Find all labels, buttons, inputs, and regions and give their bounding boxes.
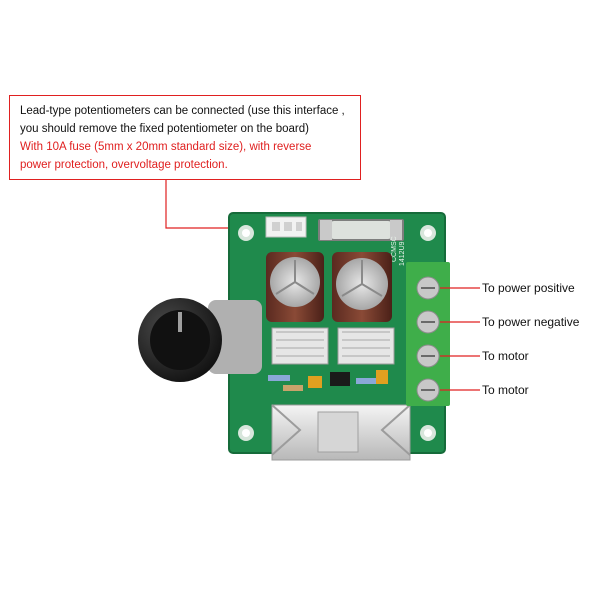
terminal-label-motor-1: To motor (482, 349, 529, 363)
potentiometer-knob (138, 298, 262, 382)
heatsink-bottom (271, 404, 411, 461)
heatsink-left (271, 327, 329, 365)
silkscreen-text-1: CCMSC (391, 236, 398, 262)
terminal-pointer-lines (440, 287, 480, 391)
terminal-label-motor-2: To motor (482, 383, 529, 397)
screw-terminal-block (406, 262, 450, 406)
small-components (268, 370, 388, 391)
capacitor-left (266, 252, 324, 322)
silkscreen-text-2: 1412U9 (399, 241, 406, 266)
annotation-callout: Lead-type potentiometers can be connecte… (9, 95, 361, 180)
heatsink-right (337, 327, 395, 365)
callout-line-1: Lead-type potentiometers can be connecte… (20, 105, 345, 117)
mounting-holes (238, 225, 436, 441)
capacitor-right (332, 252, 392, 322)
potentiometer-connector (265, 216, 307, 238)
callout-line-2: you should remove the fixed potentiomete… (20, 123, 309, 135)
fuse-10a (318, 219, 404, 241)
terminal-label-power-negative: To power negative (482, 315, 580, 329)
callout-line-3: With 10A fuse (5mm x 20mm standard size)… (20, 141, 312, 153)
terminal-label-power-positive: To power positive (482, 281, 575, 295)
callout-line-4: power protection, overvoltage protection… (20, 159, 228, 171)
